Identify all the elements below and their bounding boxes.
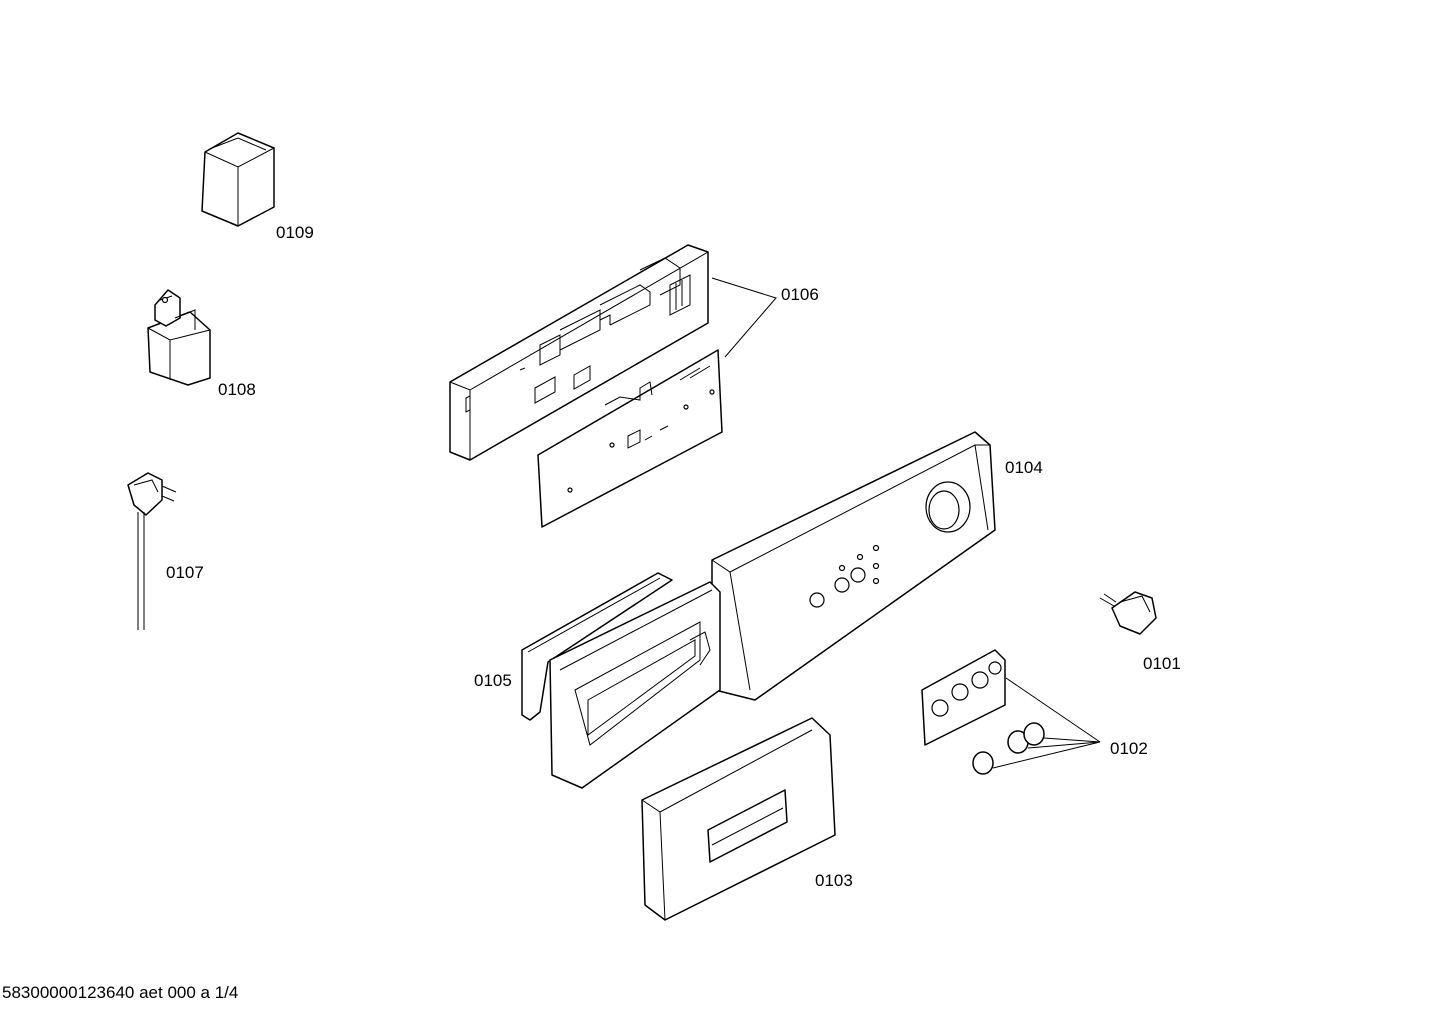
label-0106: 0106 bbox=[781, 285, 819, 304]
leader-0106 bbox=[711, 277, 777, 358]
part-0103-drawer-handle[interactable] bbox=[641, 717, 836, 921]
label-0105: 0105 bbox=[474, 671, 512, 690]
label-0103: 0103 bbox=[815, 871, 853, 890]
part-0109-cover[interactable] bbox=[201, 132, 275, 227]
part-0101-knob[interactable] bbox=[1099, 591, 1157, 635]
part-0102-button-board[interactable] bbox=[921, 649, 1006, 746]
part-0105-dispenser-frame[interactable] bbox=[549, 581, 721, 789]
part-0107-mains-plug[interactable] bbox=[127, 472, 177, 630]
label-0107: 0107 bbox=[166, 563, 204, 582]
part-0106-control-housing[interactable] bbox=[449, 244, 709, 461]
document-reference: 58300000123640 aet 000 a 1/4 bbox=[2, 983, 239, 1002]
part-0102-buttons[interactable] bbox=[972, 722, 1045, 775]
label-0102: 0102 bbox=[1110, 739, 1148, 758]
label-0109: 0109 bbox=[276, 223, 314, 242]
leader-0102 bbox=[992, 677, 1101, 769]
label-0104: 0104 bbox=[1005, 458, 1043, 477]
part-0106-circuit-board[interactable] bbox=[537, 349, 723, 528]
part-0104-control-panel[interactable] bbox=[699, 431, 996, 701]
label-0108: 0108 bbox=[218, 380, 256, 399]
label-0101: 0101 bbox=[1143, 654, 1181, 673]
part-0108-suppressor[interactable] bbox=[147, 289, 211, 386]
part-0105-seal[interactable] bbox=[521, 572, 673, 721]
